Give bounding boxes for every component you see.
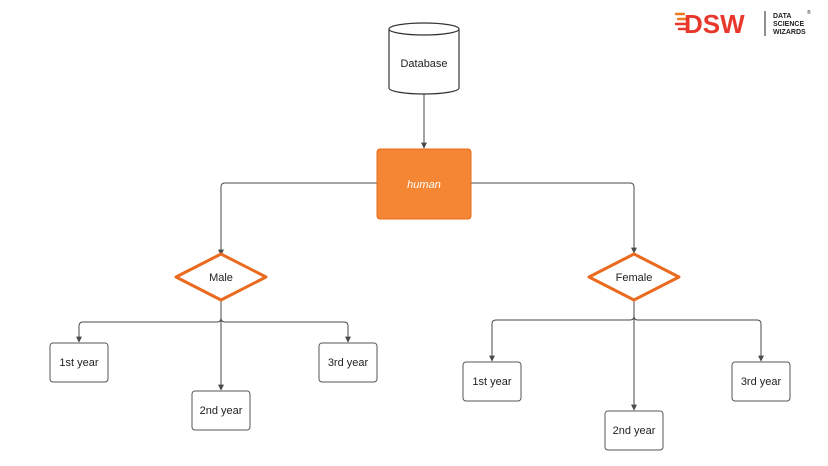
logo-speed-lines-icon	[674, 12, 690, 31]
male-child-1st-year-label: 1st year	[59, 357, 98, 369]
connector-female-to-1st	[489, 300, 635, 362]
connector-male-to-3rd	[220, 317, 351, 343]
connector-root-to-female	[471, 182, 637, 254]
male-child-1st-year: 1st year	[49, 342, 109, 383]
root-label: human	[407, 179, 441, 191]
logo-brand-text: DSW	[684, 9, 745, 39]
logo-tagline-line-3: WIZARDS	[773, 29, 806, 36]
female-label: Female	[616, 272, 653, 284]
logo-tagline-line-1: DATA	[773, 13, 791, 20]
connector-root-to-male	[218, 182, 377, 256]
connectors	[76, 94, 764, 411]
dsw-logo: DSW DATA SCIENCE WIZARDS ®	[674, 9, 811, 39]
male-child-2nd-year-label: 2nd year	[200, 405, 243, 417]
male-child-3rd-year-label: 3rd year	[328, 357, 369, 369]
female-child-2nd-year: 2nd year	[604, 410, 664, 451]
male-child-3rd-year: 3rd year	[318, 342, 378, 383]
female-decision-node: Female	[587, 252, 681, 302]
root-node: human	[376, 148, 472, 220]
database-label: Database	[400, 58, 447, 70]
logo-registered-mark: ®	[807, 9, 811, 16]
male-child-2nd-year: 2nd year	[191, 390, 251, 431]
female-child-3rd-year: 3rd year	[731, 361, 791, 402]
logo-tagline-line-2: SCIENCE	[773, 21, 804, 28]
female-child-3rd-year-label: 3rd year	[741, 376, 782, 388]
database-node: Database	[388, 22, 460, 95]
female-child-2nd-year-label: 2nd year	[613, 425, 656, 437]
female-child-1st-year-label: 1st year	[472, 376, 511, 388]
connector-male-to-1st	[76, 300, 222, 343]
male-label: Male	[209, 272, 233, 284]
connector-female-to-3rd	[633, 315, 764, 362]
female-child-1st-year: 1st year	[462, 361, 522, 402]
male-decision-node: Male	[174, 252, 268, 302]
